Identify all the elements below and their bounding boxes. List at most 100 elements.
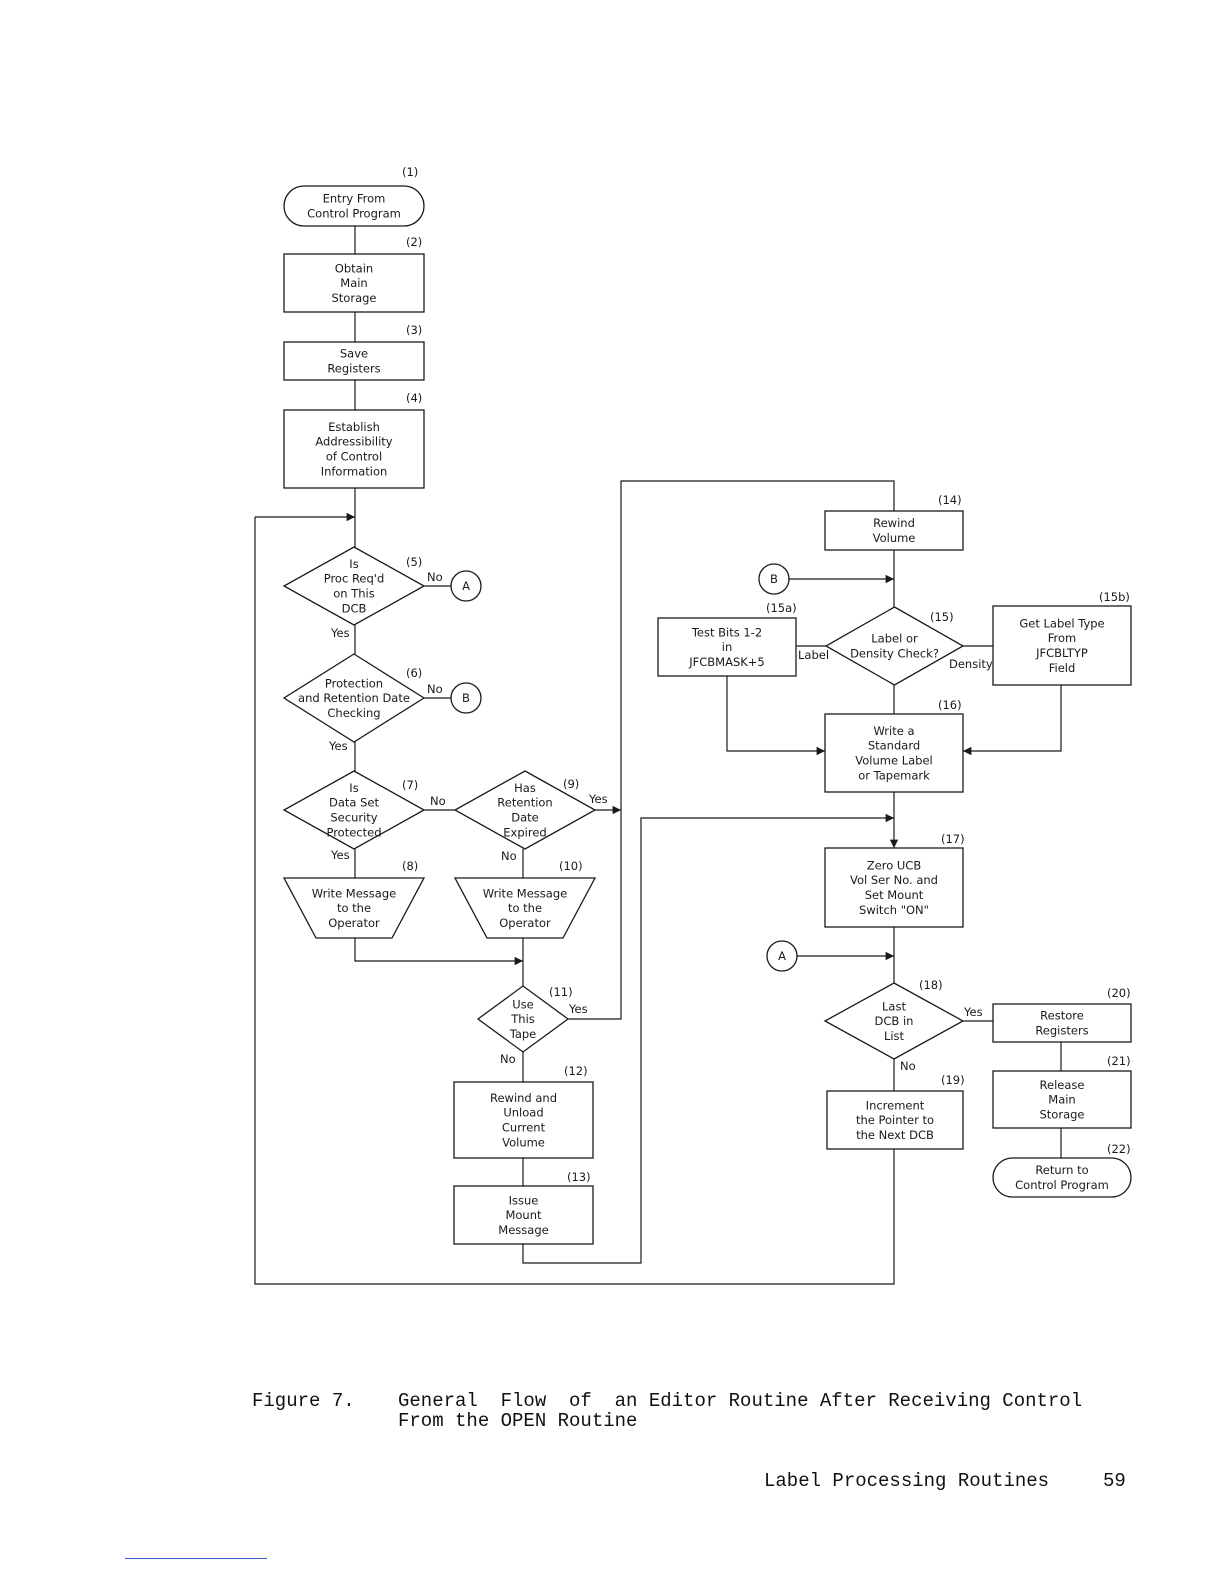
node-text-line: JFCBLTYP: [1035, 646, 1088, 660]
node-text-line: Obtain: [335, 261, 373, 275]
edge-label: Yes: [328, 739, 348, 753]
step-number: (11): [549, 985, 573, 999]
connector-a: A: [766, 940, 798, 972]
node-text-line: to the: [337, 901, 371, 915]
process-box: [453, 1185, 594, 1245]
node-text-line: on This: [333, 587, 374, 601]
node-text-line: Information: [321, 464, 388, 478]
step-number: (15b): [1099, 590, 1130, 604]
node-text-line: Control Program: [1015, 1178, 1109, 1192]
decision-diamond: [476, 985, 570, 1053]
step-number: (20): [1107, 986, 1131, 1000]
node-text-line: Write Message: [312, 886, 396, 900]
node-text-line: Save: [340, 347, 368, 361]
connector-a: A: [450, 570, 482, 602]
node-text-line: of Control: [326, 450, 382, 464]
step-number: (1): [402, 165, 418, 179]
page-number: 59: [1103, 1470, 1126, 1492]
node-text-line: Increment: [866, 1098, 925, 1112]
flow-line: [522, 813, 894, 1264]
node-text-line: Current: [502, 1121, 546, 1135]
node-text-line: Checking: [327, 706, 380, 720]
step-number: (19): [941, 1073, 965, 1087]
process-box: [283, 409, 425, 489]
connector-circle: [450, 570, 482, 602]
connector-circle: [758, 563, 790, 595]
decision-diamond: [282, 546, 426, 626]
node-text-line: Density Check?: [850, 647, 939, 661]
node-text-line: Return to: [1035, 1163, 1088, 1177]
node-text-line: From: [1048, 631, 1077, 645]
node-text-line: Establish: [328, 420, 380, 434]
process-box: [453, 1081, 594, 1159]
step-number: (10): [559, 859, 583, 873]
running-footer-title: Label Processing Routines: [764, 1470, 1050, 1492]
caption-line-1: General Flow of an Editor Routine After …: [398, 1390, 1083, 1412]
terminal-box: [283, 185, 425, 227]
node-text-line: Standard: [868, 739, 920, 753]
manual-operation-box: [453, 877, 597, 939]
process-box: [824, 510, 964, 551]
edge-label: No: [427, 682, 443, 696]
step-number: (9): [563, 777, 579, 791]
edge-label: Yes: [568, 1002, 588, 1016]
node-text-line: the Pointer to: [856, 1113, 934, 1127]
edge-label: Label: [798, 648, 829, 662]
connector-label: B: [462, 691, 470, 705]
step-number: (22): [1107, 1142, 1131, 1156]
step-number: (15): [930, 610, 954, 624]
node-text-line: Unload: [503, 1106, 543, 1120]
connector-label: B: [770, 572, 778, 586]
step-number: (12): [564, 1064, 588, 1078]
process-box: [992, 605, 1132, 686]
node-text-line: Label or: [871, 632, 918, 646]
caption-label: Figure 7.: [252, 1390, 355, 1412]
step-number: (14): [938, 493, 962, 507]
terminal-box: [992, 1157, 1132, 1198]
node-text-line: Registers: [327, 362, 380, 376]
node-text-line: Operator: [499, 916, 551, 930]
step-number: (6): [406, 666, 422, 680]
step-number: (4): [406, 391, 422, 405]
node-text-line: Is: [349, 557, 358, 571]
node-text-line: Operator: [328, 916, 380, 930]
step-number: (17): [941, 832, 965, 846]
node-text-line: Protected: [326, 825, 381, 839]
node-text-line: Rewind: [873, 516, 915, 530]
node-text-line: Test Bits 1-2: [691, 625, 762, 639]
step-number: (16): [938, 698, 962, 712]
node-text-line: Message: [498, 1223, 548, 1237]
step-number: (5): [406, 555, 422, 569]
node-text-line: Data Set: [329, 796, 379, 810]
step-number: (3): [406, 323, 422, 337]
process-box: [992, 1070, 1132, 1129]
flow-line: [354, 938, 523, 966]
process-box: [992, 1003, 1132, 1043]
edge-label: Density: [949, 657, 993, 671]
node-text-line: Get Label Type: [1019, 616, 1104, 630]
node-text-line: DCB in: [875, 1014, 914, 1028]
node-text-line: Rewind and: [490, 1091, 557, 1105]
connector-label: A: [462, 579, 470, 593]
node-text-line: Write a: [873, 724, 914, 738]
node-text-line: This: [510, 1012, 535, 1026]
node-text-line: Registers: [1035, 1024, 1088, 1038]
step-number: (7): [402, 778, 418, 792]
caption-text: General Flow of an Editor Routine After …: [398, 1391, 1082, 1431]
